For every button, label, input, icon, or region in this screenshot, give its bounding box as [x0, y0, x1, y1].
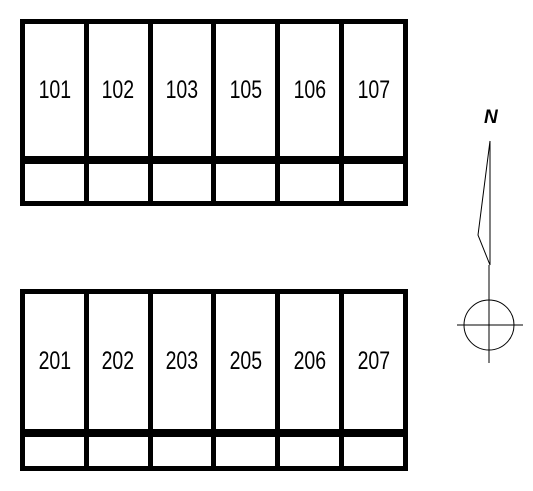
- unit-number: 101: [38, 75, 71, 104]
- compass-arrow-icon: [457, 140, 523, 363]
- building-floor-1: 101 102 103 105 106 107: [20, 19, 408, 206]
- unit-number: 105: [229, 75, 263, 104]
- storage-cell: [89, 437, 153, 466]
- storage-cell: [89, 164, 153, 201]
- storage-cell: [153, 437, 217, 466]
- storage-cell: [344, 437, 403, 466]
- unit-number: 102: [101, 75, 135, 104]
- unit-207[interactable]: 207: [344, 294, 403, 429]
- north-compass: N: [455, 105, 525, 365]
- storage-cell: [344, 164, 403, 201]
- unit-number: 103: [165, 75, 199, 104]
- unit-102[interactable]: 102: [89, 24, 153, 156]
- unit-number: 203: [165, 347, 199, 375]
- unit-number: 201: [38, 347, 71, 375]
- storage-cell: [216, 164, 281, 201]
- unit-103[interactable]: 103: [153, 24, 217, 156]
- north-label: N: [484, 107, 498, 128]
- storage-cell: [280, 164, 345, 201]
- unit-203[interactable]: 203: [153, 294, 217, 429]
- storage-cell: [25, 164, 89, 201]
- unit-number: 106: [293, 75, 326, 104]
- unit-row-floor-1: 101 102 103 105 106 107: [25, 24, 403, 156]
- storage-cell: [280, 437, 345, 466]
- unit-number: 107: [357, 75, 390, 104]
- unit-107[interactable]: 107: [344, 24, 403, 156]
- unit-number: 206: [293, 347, 326, 375]
- storage-row-floor-1: [25, 164, 403, 201]
- unit-101[interactable]: 101: [25, 24, 89, 156]
- unit-206[interactable]: 206: [280, 294, 345, 429]
- unit-number: 207: [357, 347, 390, 375]
- unit-105[interactable]: 105: [216, 24, 281, 156]
- corridor-band: [25, 156, 403, 164]
- unit-205[interactable]: 205: [216, 294, 281, 429]
- corridor-band: [25, 429, 403, 437]
- storage-cell: [153, 164, 217, 201]
- unit-number: 202: [101, 347, 135, 375]
- storage-row-floor-2: [25, 437, 403, 466]
- unit-row-floor-2: 201 202 203 205 206 207: [25, 294, 403, 429]
- unit-202[interactable]: 202: [89, 294, 153, 429]
- storage-cell: [25, 437, 89, 466]
- unit-201[interactable]: 201: [25, 294, 89, 429]
- storage-cell: [216, 437, 281, 466]
- building-floor-2: 201 202 203 205 206 207: [20, 289, 408, 471]
- unit-106[interactable]: 106: [280, 24, 345, 156]
- unit-number: 205: [229, 347, 263, 375]
